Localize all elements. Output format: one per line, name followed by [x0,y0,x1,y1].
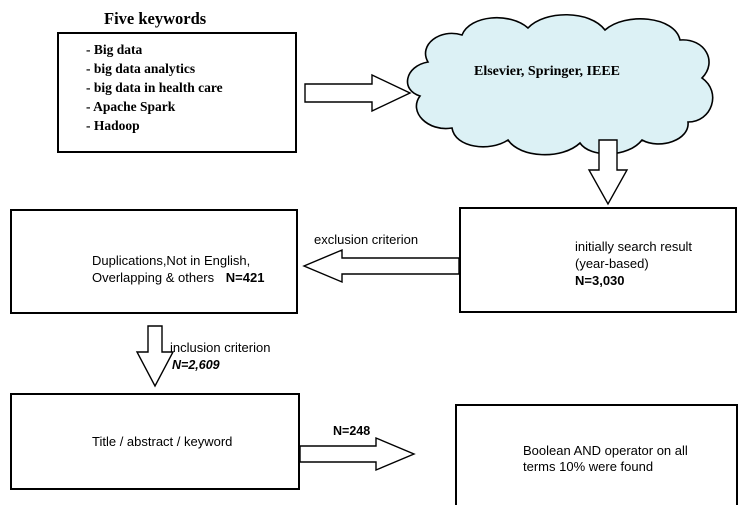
keywords-box: - Big data - big data analytics - big da… [57,32,297,153]
excluded-line2-text: Overlapping & others [92,270,215,285]
initial-search-box: initially search result (year-based) N=3… [459,207,737,313]
excluded-line1: Duplications,Not in English, [92,253,251,268]
initial-search-count: N=3,030 [575,273,625,288]
arrow-keywords-to-cloud [304,73,412,113]
inclusion-criterion-label: inclusion criterion [170,340,271,355]
keyword-item: - Big data [86,42,143,57]
screening-box: Title / abstract / keyword [10,393,300,490]
screening-label: Title / abstract / keyword [92,434,233,449]
cloud-shape [406,13,714,156]
keyword-item: - big data in health care [86,80,223,95]
excluded-line2: Overlapping & others N=421 [92,269,264,286]
final-result-box: Boolean AND operator on all terms 10% we… [455,404,738,505]
keywords-title: Five keywords [104,9,207,28]
keyword-item: - big data analytics [86,61,196,76]
keyword-item: - Hadoop [86,118,140,133]
exclusion-criterion-label: exclusion criterion [314,232,419,247]
databases-label: Elsevier, Springer, IEEE [474,64,620,79]
arrow-exclusion [302,248,460,284]
final-line1: Boolean AND operator on all [523,443,688,458]
excluded-count: N=421 [225,270,265,285]
keywords-list: - Big data - big data analytics - big da… [86,40,223,135]
initial-search-line1: initially search result [575,239,693,254]
screening-edge-count: N=248 [333,424,371,438]
inclusion-count: N=2,609 [172,358,220,372]
initial-search-line2: (year-based) [575,256,649,271]
excluded-records-box: Duplications,Not in English, Overlapping… [10,209,298,314]
final-line2: terms 10% were found [523,459,654,474]
keyword-item: - Apache Spark [86,99,176,114]
arrow-screening-to-final [299,436,416,472]
arrow-cloud-to-search [587,139,629,206]
arrow-inclusion [135,325,175,388]
